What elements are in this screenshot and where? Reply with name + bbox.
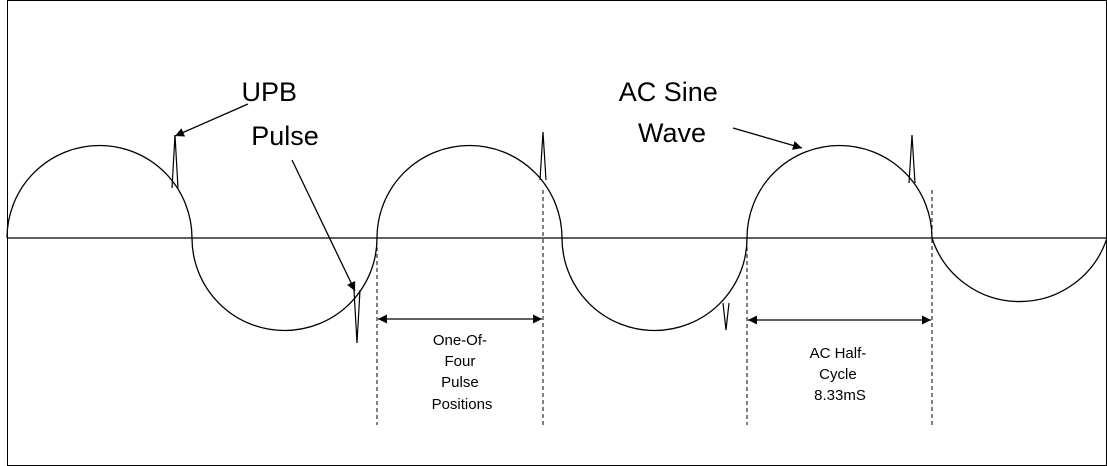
upb-pulse-pointer-2	[291, 159, 356, 292]
upb-pulse-1	[171, 134, 179, 189]
diagram-border	[7, 0, 1107, 466]
sine-wave-pointer	[732, 127, 803, 150]
half-cycle-label: AC Half- Cycle 8.33mS	[810, 345, 871, 404]
sine-wave-label: AC Sine Wave	[619, 77, 726, 148]
upb-pulse-4	[722, 302, 730, 331]
ac-sine-wave	[6, 144, 1107, 332]
upb-pulse-label: UPB Pulse	[241, 77, 318, 151]
upb-pulse-3	[539, 131, 547, 181]
upb-pulse-2	[353, 289, 361, 344]
upb-pulse-5	[908, 134, 916, 184]
upb-pulse-pointer-1	[174, 103, 249, 137]
pulse-positions-label: One-Of- Four Pulse Positions	[432, 332, 493, 413]
